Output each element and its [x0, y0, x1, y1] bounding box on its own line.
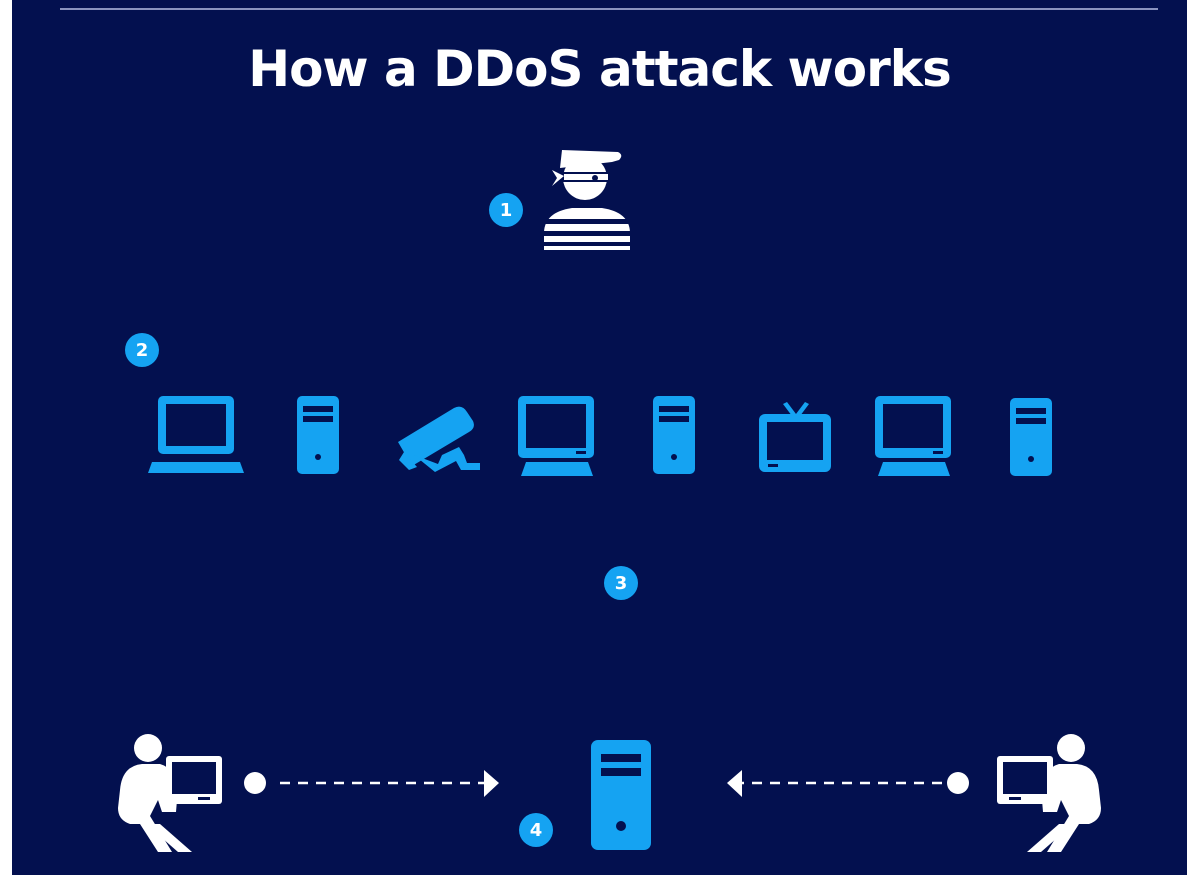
laptop-icon	[148, 396, 244, 473]
tv-icon	[759, 402, 831, 472]
monitor-icon	[875, 396, 951, 476]
user-at-computer-icon	[997, 734, 1101, 852]
desktop-tower-icon	[297, 396, 339, 474]
desktop-tower-icon	[1010, 398, 1052, 476]
step-badge-3: 3	[604, 566, 638, 600]
step-badge-2: 2	[125, 333, 159, 367]
security-camera-icon	[398, 406, 480, 472]
diagram-canvas: How a DDoS attack works 1 2 3 4	[12, 0, 1187, 875]
request-arrow-right	[727, 770, 969, 797]
attacker-icon	[544, 150, 630, 250]
user-at-computer-icon	[118, 734, 222, 852]
request-arrow-left	[244, 770, 499, 797]
step-badge-4: 4	[519, 813, 553, 847]
step-badge-1: 1	[489, 193, 523, 227]
desktop-tower-icon	[653, 396, 695, 474]
top-divider	[60, 8, 1158, 10]
monitor-icon	[518, 396, 594, 476]
diagram-graphics	[118, 150, 1101, 852]
target-server-icon	[591, 740, 651, 850]
diagram-title: How a DDoS attack works	[248, 40, 952, 98]
